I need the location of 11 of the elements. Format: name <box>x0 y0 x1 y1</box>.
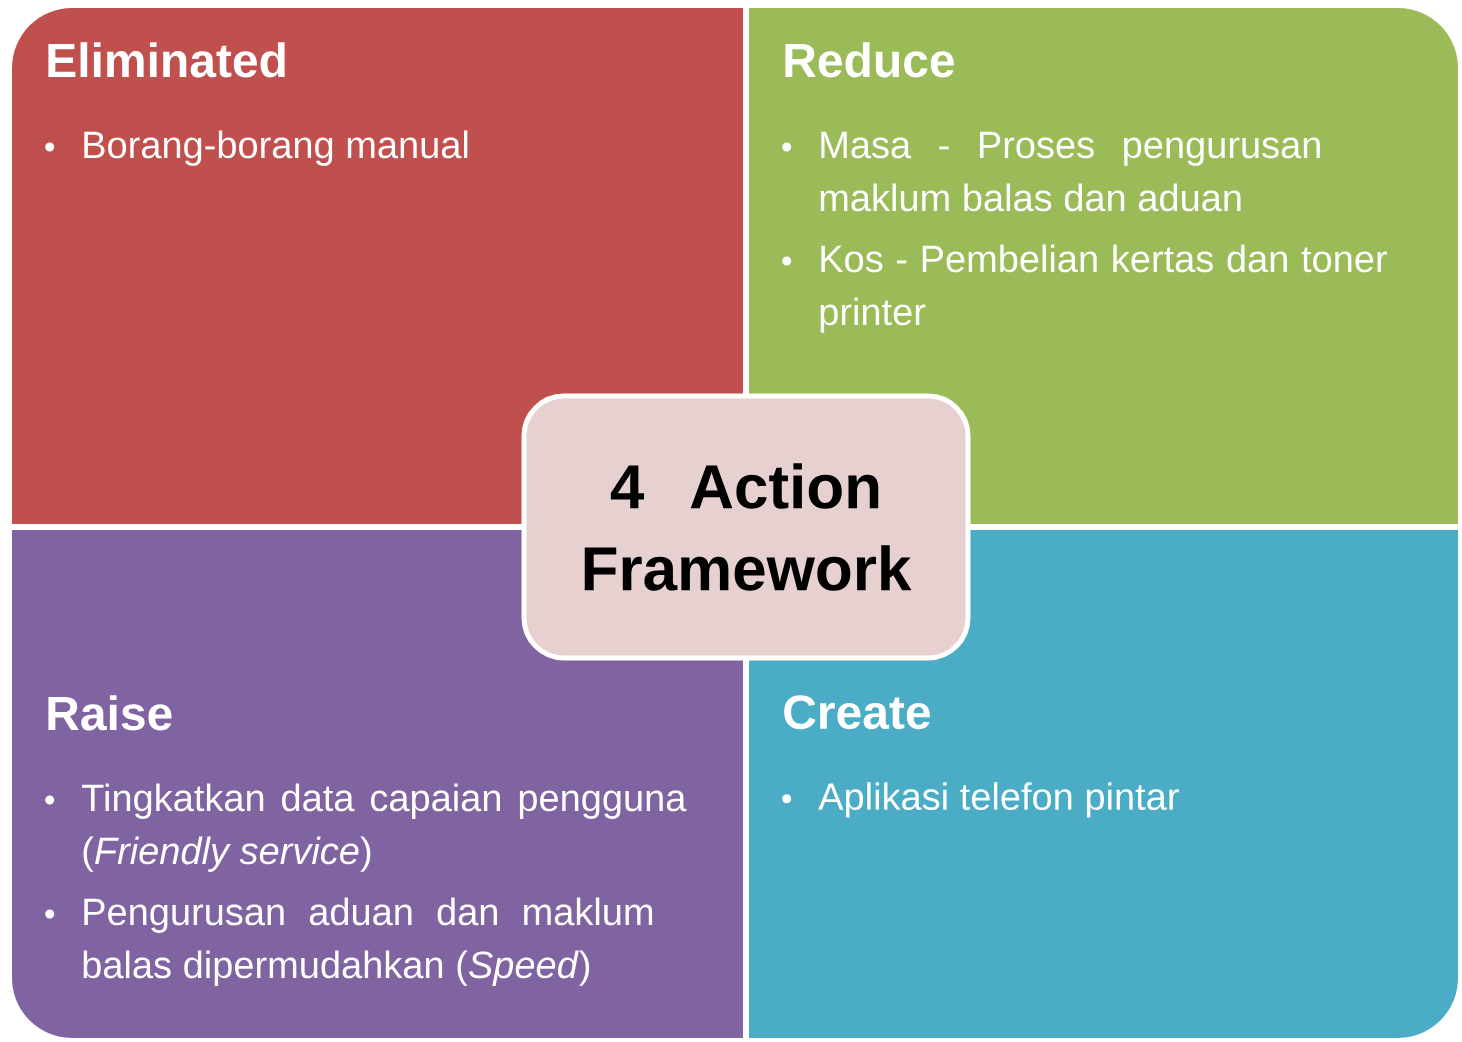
bullet-item: Pengurusan aduan dan maklum balas dipermudahkan (Speed) <box>45 897 653 986</box>
panel-heading: Reduce <box>785 42 954 78</box>
panel-heading: Raise <box>48 695 172 731</box>
panel-heading: Create <box>784 695 930 730</box>
bullet-item: Aplikasi telefon pintar <box>782 782 1179 818</box>
bullet-item: Tingkatkan data capaian pengguna (Friendly service) <box>45 783 687 872</box>
panel-heading: Eliminated <box>48 42 285 78</box>
bullet-item: Kos - Pembelian kertas dan toner printer <box>782 244 1387 333</box>
bullet-item: Masa - Proses pengurusan maklum balas dan aduan <box>782 131 1320 212</box>
bullet-item: Borang-borang manual <box>45 130 468 166</box>
center-box: 4 Action Framework <box>521 393 971 661</box>
